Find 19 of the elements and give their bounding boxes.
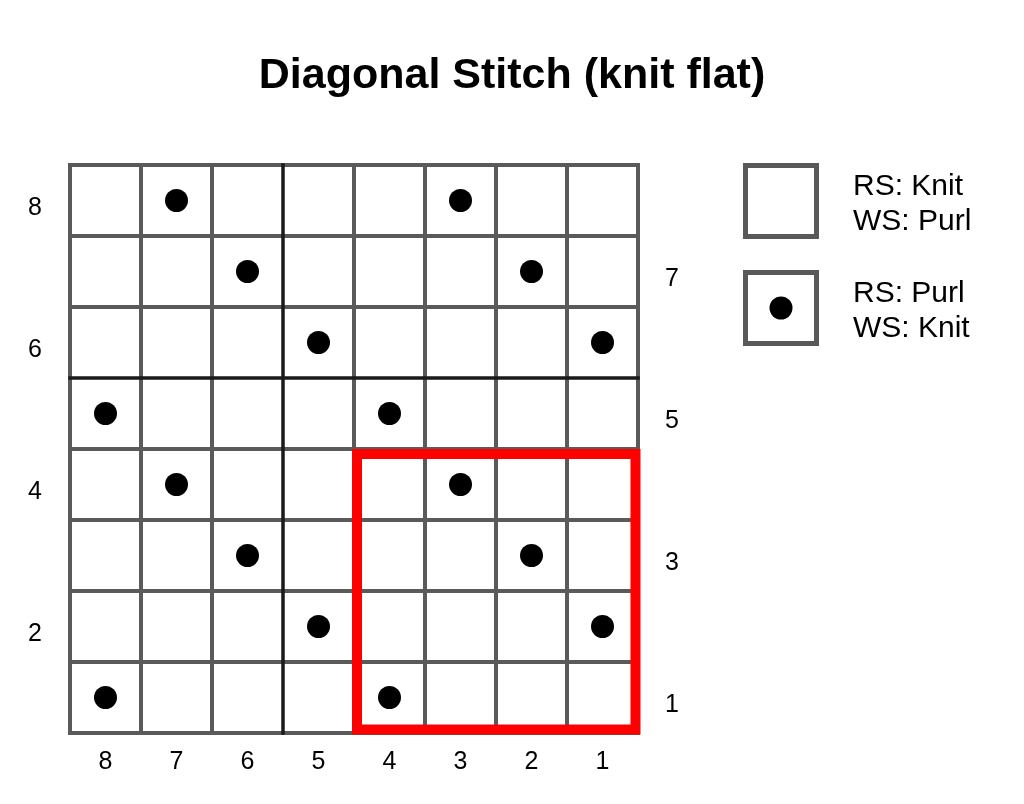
column-number: 5 — [311, 746, 326, 774]
column-number: 3 — [453, 746, 468, 774]
legend-label: RS: Knit WS: Purl — [853, 167, 973, 237]
row-number: 2 — [28, 617, 42, 646]
row-number: 7 — [665, 262, 679, 291]
column-number: 4 — [382, 746, 397, 774]
row-number: 5 — [665, 404, 679, 433]
column-number: 8 — [98, 746, 113, 774]
column-number: 7 — [169, 746, 184, 774]
row-number: 3 — [665, 546, 679, 575]
column-number: 1 — [595, 746, 610, 774]
chart-title: Diagonal Stitch (knit flat) — [258, 48, 766, 99]
row-number: 6 — [28, 333, 42, 362]
legend-label: RS: Purl WS: Knit — [853, 274, 971, 344]
row-number: 4 — [28, 475, 42, 504]
column-number: 2 — [524, 746, 539, 774]
row-number: 8 — [28, 191, 42, 220]
column-number: 6 — [240, 746, 255, 774]
row-number: 1 — [665, 688, 679, 717]
